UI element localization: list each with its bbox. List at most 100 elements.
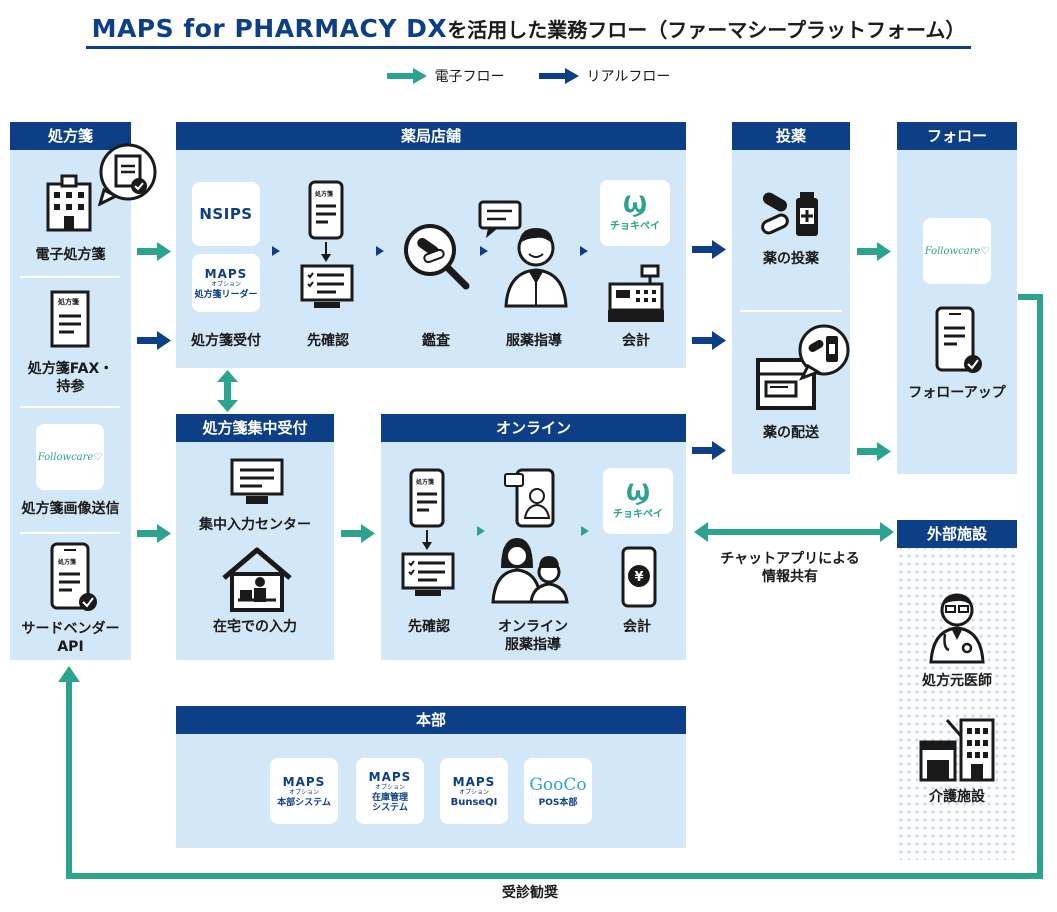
maps-option: オプション <box>210 280 241 288</box>
delivery-box-icon <box>756 324 850 410</box>
navy-arrow-icon <box>538 68 579 84</box>
svg-text:処方箋: 処方箋 <box>314 190 333 198</box>
online-panel-title: オンライン <box>381 414 686 442</box>
external-item-doctor: 処方元医師 <box>922 673 992 689</box>
hq-panel: 本部 MAPS オプション 本部システム MAPS オプション 在庫管理 システ… <box>176 706 686 848</box>
maps-option: オプション <box>288 788 319 796</box>
recommend-note: 受診勧奨 <box>502 885 558 901</box>
title-product: for PHARMACY DX <box>183 14 448 43</box>
hq-panel-title: 本部 <box>176 706 686 734</box>
bunseqi-card: MAPS オプション BunseQI <box>440 758 508 824</box>
pharmacy-step-reception: 処方箋受付 <box>191 333 261 349</box>
prescription-item-api-2: API <box>57 639 84 655</box>
legend-electronic: 電子フロー <box>386 66 505 86</box>
chokipei-logo: チョキペイ <box>610 220 660 232</box>
online-precheck-device-icon: 処方箋 <box>401 468 455 596</box>
arrow-recommend-loop <box>66 294 1043 879</box>
chokipei-mark-icon: Ϣ <box>625 480 651 506</box>
title-jp: を活用した業務フロー（ファーマシープラットフォーム） <box>447 18 966 42</box>
monitor-icon <box>230 458 284 504</box>
central-reception-panel: 処方箋集中受付 集中入力センター 在宅での入力 <box>176 414 334 660</box>
legend-real: リアルフロー <box>538 66 671 86</box>
online-panel: オンライン 処方箋 Ϣ チョキペイ ¥ 先確 <box>381 414 686 660</box>
svg-text:処方箋: 処方箋 <box>57 558 76 566</box>
prescription-item-image: 処方箋画像送信 <box>21 501 120 517</box>
follow-followcare-logo: Followcare♡ <box>924 245 990 257</box>
prescription-item-fax-2: 持参 <box>56 379 85 395</box>
nsips-logo: NSIPS <box>199 205 253 223</box>
chokipei-mark-icon: Ϣ <box>622 192 648 218</box>
follow-panel: フォロー Followcare♡ フォローアップ <box>897 122 1017 474</box>
online-step-payment: 会計 <box>623 619 651 635</box>
dosing-item-delivery: 薬の配送 <box>763 425 819 441</box>
legend: 電子フロー リアルフロー <box>0 66 1057 86</box>
gooco-card: GooCo POS本部 <box>524 758 592 824</box>
arrow-recommend-head <box>58 666 80 682</box>
prescription-bubble-icon <box>97 143 157 206</box>
maps-reader-label: 処方箋リーダー <box>194 289 258 300</box>
prescription-panel-title: 処方箋 <box>10 122 131 150</box>
follow-item-followup: フォローアップ <box>908 385 1006 401</box>
chat-note-1: チャットアプリによる <box>720 551 860 567</box>
external-panel-title: 外部施設 <box>897 520 1017 548</box>
care-facility-icon <box>919 718 995 782</box>
api-phone-icon: 処方箋 <box>50 542 97 611</box>
central-item-home: 在宅での入力 <box>213 619 297 635</box>
maps-option: オプション <box>458 788 489 796</box>
maps-logo-text: MAPS <box>204 266 248 281</box>
online-step-guidance-2: 服薬指導 <box>505 637 561 653</box>
online-chokipei-card: Ϣ チョキペイ <box>603 468 673 534</box>
pharmacy-step-precheck: 先確認 <box>307 333 349 349</box>
pharmacy-step-guidance: 服薬指導 <box>506 333 562 349</box>
prescription-item-fax: 処方箋FAX・ <box>27 361 114 377</box>
follow-followcare-card: Followcare♡ <box>923 218 991 284</box>
maps-option: オプション <box>374 783 405 791</box>
diagram-title: MAPS for PHARMACY DXを活用した業務フロー（ファーマシープラッ… <box>0 14 1057 49</box>
pharmacy-step-inspection: 鑑査 <box>422 333 450 349</box>
teal-arrow-icon <box>386 68 427 84</box>
mobile-payment-icon: ¥ <box>621 546 657 608</box>
maps-logo-text: MAPS <box>368 769 412 784</box>
arrow-chat-share <box>694 522 894 542</box>
gooco-sub-label: POS本部 <box>538 797 578 808</box>
doctor-icon <box>929 593 985 664</box>
online-guidance-icon <box>491 468 569 604</box>
arrow-dosing-follow-1 <box>857 242 891 261</box>
pharmacist-guidance-icon <box>478 200 568 308</box>
legend-real-label: リアルフロー <box>586 69 671 85</box>
arrow-pharmacy-dosing-2 <box>692 331 726 350</box>
pharmacy-panel: 薬局店舗 NSIPS MAPS オプション 処方箋リーダー 処方箋 <box>176 122 686 368</box>
followcare-card: Followcare♡ <box>36 424 104 490</box>
dosing-panel-title: 投薬 <box>732 122 850 150</box>
nsips-card: NSIPS <box>192 182 260 246</box>
arrow-real-rx <box>137 331 171 350</box>
prescription-separator <box>20 532 120 534</box>
arrow-electronic-image <box>137 524 171 543</box>
pharmacy-step-payment: 会計 <box>622 333 650 349</box>
inventory-card: MAPS オプション 在庫管理 システム <box>356 758 424 824</box>
prescription-panel: 処方箋 電子処方箋 処方箋 処方箋FAX・ 持参 Followcare♡ 処方箋… <box>10 122 157 660</box>
hq-system-card: MAPS オプション 本部システム <box>270 758 338 824</box>
chat-note-2: 情報共有 <box>762 569 818 585</box>
arrow-electronic-rx <box>137 242 171 261</box>
online-step-guidance-1: オンライン <box>498 619 568 635</box>
inventory-label-2: システム <box>372 802 408 813</box>
chokipei-card: Ϣ チョキペイ <box>600 180 670 246</box>
gooco-logo: GooCo <box>529 774 587 795</box>
svg-text:処方箋: 処方箋 <box>415 478 434 486</box>
legend-electronic-label: 電子フロー <box>434 69 505 85</box>
inspection-magnifier-icon <box>404 224 470 290</box>
maps-logo: MAPS <box>205 267 248 281</box>
dosing-item-administer: 薬の投薬 <box>763 251 819 267</box>
flow-triangle <box>580 246 588 256</box>
prescription-item-api: サードベンダー <box>21 621 120 637</box>
yen-symbol: ¥ <box>634 570 643 585</box>
cash-register-icon <box>608 264 664 322</box>
arrow-dosing-follow-2 <box>857 442 891 461</box>
external-panel: 外部施設 処方元医師 介護施設 <box>897 520 1017 860</box>
bunseqi-label: BunseQI <box>450 796 498 808</box>
home-input-icon <box>222 547 292 612</box>
maps-reader-card: MAPS オプション 処方箋リーダー <box>192 254 260 312</box>
maps-logo-text: MAPS <box>452 774 496 789</box>
